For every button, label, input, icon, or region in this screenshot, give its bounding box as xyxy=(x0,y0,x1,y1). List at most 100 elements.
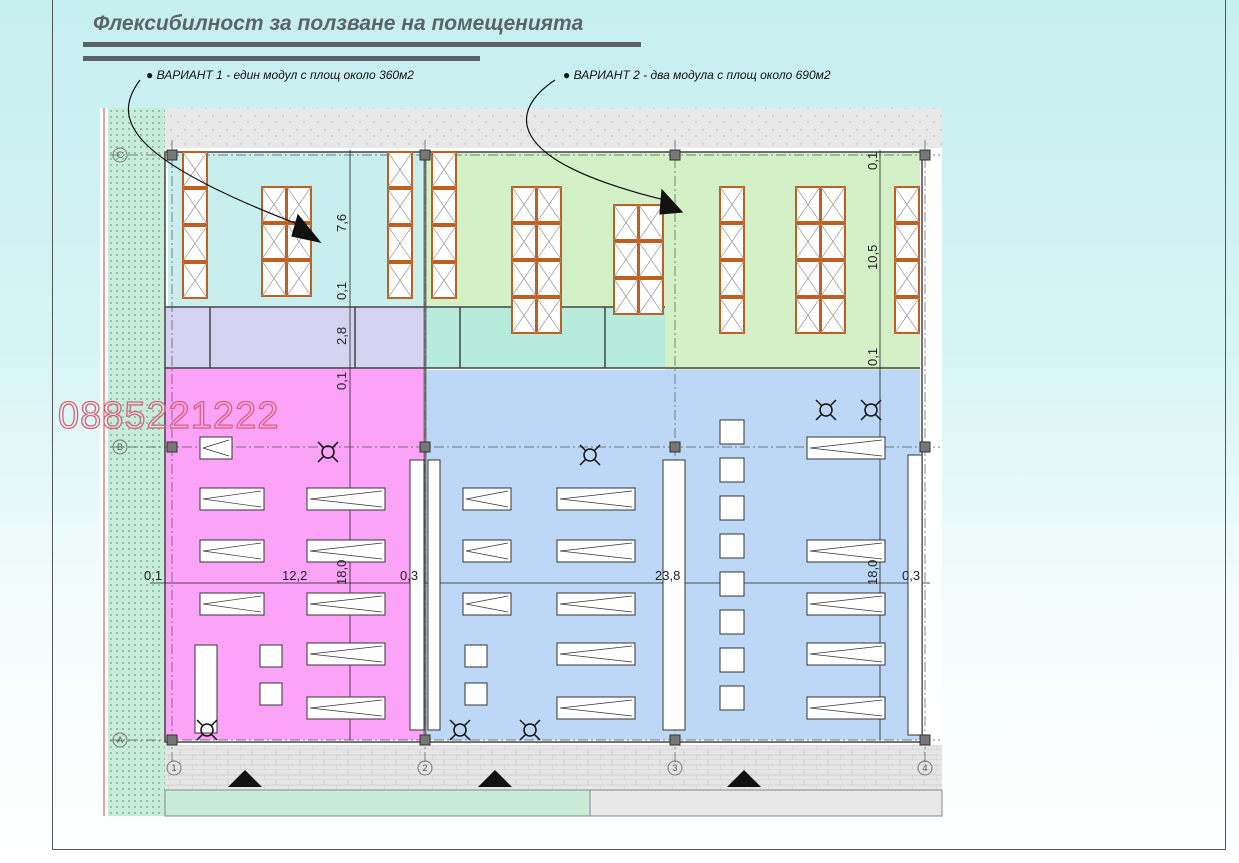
storage-rack xyxy=(261,260,287,297)
storage-rack xyxy=(795,260,821,297)
table xyxy=(719,419,745,445)
bottom-green xyxy=(164,789,591,817)
machine-symbol xyxy=(317,441,339,463)
storage-rack xyxy=(431,225,457,262)
workbench xyxy=(556,696,636,720)
storage-rack xyxy=(536,223,562,260)
storage-rack xyxy=(719,260,745,297)
dim-0-1-b: 0,1 xyxy=(334,282,349,300)
workbench xyxy=(199,539,265,563)
storage-rack xyxy=(894,297,920,334)
dim-0-1-c: 0,1 xyxy=(334,372,349,390)
storage-rack xyxy=(795,297,821,334)
workbench xyxy=(556,642,636,666)
workbench xyxy=(806,436,886,460)
storage-rack xyxy=(387,188,413,225)
axis-1: 1 xyxy=(171,763,176,773)
dim-0-3-b: 0,3 xyxy=(902,568,920,583)
dim-7-6: 7,6 xyxy=(334,214,349,232)
workbench xyxy=(462,487,512,511)
structural-column xyxy=(919,441,931,453)
dim-0-1-d: 0,1 xyxy=(865,348,880,366)
structural-column xyxy=(419,441,431,453)
workbench xyxy=(806,696,886,720)
workbench xyxy=(462,539,512,563)
table xyxy=(719,571,745,597)
shelving xyxy=(662,459,686,731)
workbench xyxy=(199,592,265,616)
storage-rack xyxy=(638,278,664,315)
structural-column xyxy=(166,149,178,161)
table xyxy=(464,644,488,668)
structural-column xyxy=(919,734,931,746)
axis-3: 3 xyxy=(672,763,677,773)
dim-0-1-a: 0,1 xyxy=(865,152,880,170)
dim-23-8: 23,8 xyxy=(655,568,680,583)
storage-rack xyxy=(719,186,745,223)
machine-symbol xyxy=(519,719,541,741)
title-underline-2 xyxy=(83,56,480,61)
table xyxy=(259,644,283,668)
storage-rack xyxy=(719,297,745,334)
entrance-arrows xyxy=(228,770,761,787)
axis-2: 2 xyxy=(422,763,427,773)
structural-column xyxy=(669,149,681,161)
table xyxy=(464,682,488,706)
storage-rack xyxy=(261,186,287,223)
page-frame xyxy=(52,0,1226,850)
storage-rack xyxy=(261,223,287,260)
structural-column xyxy=(166,734,178,746)
dim-10-5: 10,5 xyxy=(865,245,880,270)
storage-rack xyxy=(286,260,312,297)
title-underline xyxy=(83,42,641,47)
structural-column xyxy=(419,734,431,746)
structural-column xyxy=(166,441,178,453)
storage-rack xyxy=(820,223,846,260)
table xyxy=(719,457,745,483)
variant-1-text: ВАРИАНТ 1 - един модул с площ около 360м… xyxy=(156,68,414,82)
dim-0-3-a: 0,3 xyxy=(400,568,418,583)
storage-rack xyxy=(536,260,562,297)
storage-rack xyxy=(894,223,920,260)
shelving xyxy=(427,459,441,731)
storage-rack xyxy=(638,241,664,278)
structural-column xyxy=(419,149,431,161)
workbench xyxy=(806,642,886,666)
storage-rack xyxy=(182,262,208,299)
structural-column xyxy=(669,441,681,453)
table xyxy=(719,685,745,711)
workbench xyxy=(199,436,233,460)
storage-rack xyxy=(431,262,457,299)
storage-rack xyxy=(536,186,562,223)
workbench xyxy=(556,592,636,616)
storage-rack xyxy=(182,225,208,262)
shelving xyxy=(907,454,923,736)
storage-rack xyxy=(182,188,208,225)
workbench xyxy=(806,539,886,563)
dim-0-1-e: 0,1 xyxy=(144,568,162,583)
dim-12-2: 12,2 xyxy=(282,568,307,583)
machine-symbol xyxy=(449,719,471,741)
storage-rack xyxy=(511,186,537,223)
variant-2-label: ● ВАРИАНТ 2 - два модула с площ около 69… xyxy=(563,68,831,82)
storage-rack xyxy=(795,223,821,260)
landscape-strip xyxy=(108,108,165,816)
dim-2-8: 2,8 xyxy=(334,327,349,345)
top-paving xyxy=(165,108,942,148)
structural-column xyxy=(669,734,681,746)
shelving xyxy=(409,459,425,731)
table xyxy=(719,495,745,521)
variant-2-text: ВАРИАНТ 2 - два модула с площ около 690м… xyxy=(573,68,831,82)
storage-rack xyxy=(719,223,745,260)
workbench xyxy=(556,539,636,563)
storage-rack xyxy=(431,188,457,225)
storage-rack xyxy=(894,186,920,223)
storage-rack xyxy=(820,260,846,297)
storage-rack xyxy=(431,151,457,188)
storage-rack xyxy=(511,297,537,334)
workbench xyxy=(199,487,265,511)
workbench xyxy=(462,592,512,616)
bottom-paving xyxy=(165,745,942,790)
structural-column xyxy=(919,149,931,161)
